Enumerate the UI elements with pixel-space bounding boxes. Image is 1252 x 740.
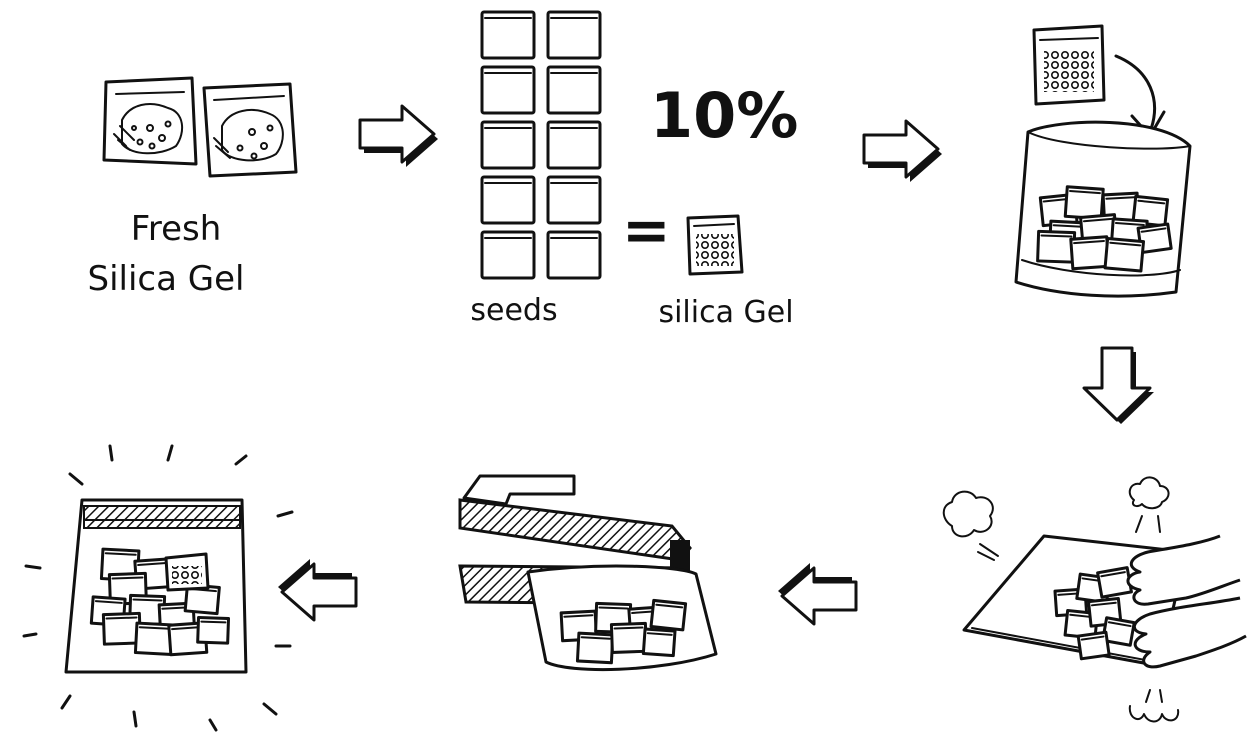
seed-packet	[1105, 238, 1143, 271]
seed-packet	[198, 617, 229, 643]
seed-packet	[611, 623, 646, 652]
puff-icon	[1130, 706, 1178, 722]
silica-bag-dropping	[1034, 26, 1104, 104]
sealed-storage-bag	[66, 500, 246, 672]
seed-packet	[482, 177, 534, 223]
arrow-left-icon	[778, 563, 856, 624]
seed-packet	[548, 12, 600, 58]
press-air-out	[944, 477, 1246, 721]
equals-sign: =	[622, 196, 671, 264]
seed-packet	[482, 232, 534, 278]
label-silica-gel-small: silica Gel	[658, 295, 793, 330]
seed-packet	[548, 67, 600, 113]
label-seeds: seeds	[470, 293, 557, 328]
arrow-left-icon	[278, 559, 356, 620]
silica-bag-left	[104, 78, 196, 164]
seed-packet	[651, 600, 686, 629]
silica-gel-small-bag	[166, 554, 208, 590]
seed-packet	[548, 232, 600, 278]
puff-icon	[1130, 477, 1169, 508]
label-silica-gel: Silica Gel	[88, 259, 245, 299]
seed-packet	[577, 633, 612, 663]
silica-gel-small-bag	[688, 216, 742, 274]
seed-packet	[643, 629, 675, 656]
seed-packet	[135, 623, 172, 654]
puff-icon	[944, 492, 993, 537]
seed-packet	[1098, 568, 1132, 597]
seed-packet	[482, 12, 534, 58]
fresh-silica-gel-bags	[104, 78, 296, 176]
silica-bag-right	[204, 84, 296, 176]
arrow-right-icon	[360, 106, 438, 167]
ratio-text: 10%	[650, 79, 798, 152]
seed-packet	[1078, 632, 1109, 659]
seed-packet	[482, 122, 534, 168]
bag-being-sealed	[528, 566, 716, 669]
storage-bag-open	[1016, 122, 1190, 296]
seed-packet	[548, 122, 600, 168]
seed-packet	[482, 67, 534, 113]
seed-packet	[548, 177, 600, 223]
label-fresh: Fresh	[131, 209, 222, 249]
arrow-down-icon	[1084, 348, 1154, 424]
seed-packets-grid	[482, 12, 600, 278]
seed-packet	[1071, 237, 1109, 269]
seed-packet	[1038, 231, 1075, 262]
arrow-right-icon	[864, 121, 942, 182]
seed-packet	[1065, 187, 1103, 219]
